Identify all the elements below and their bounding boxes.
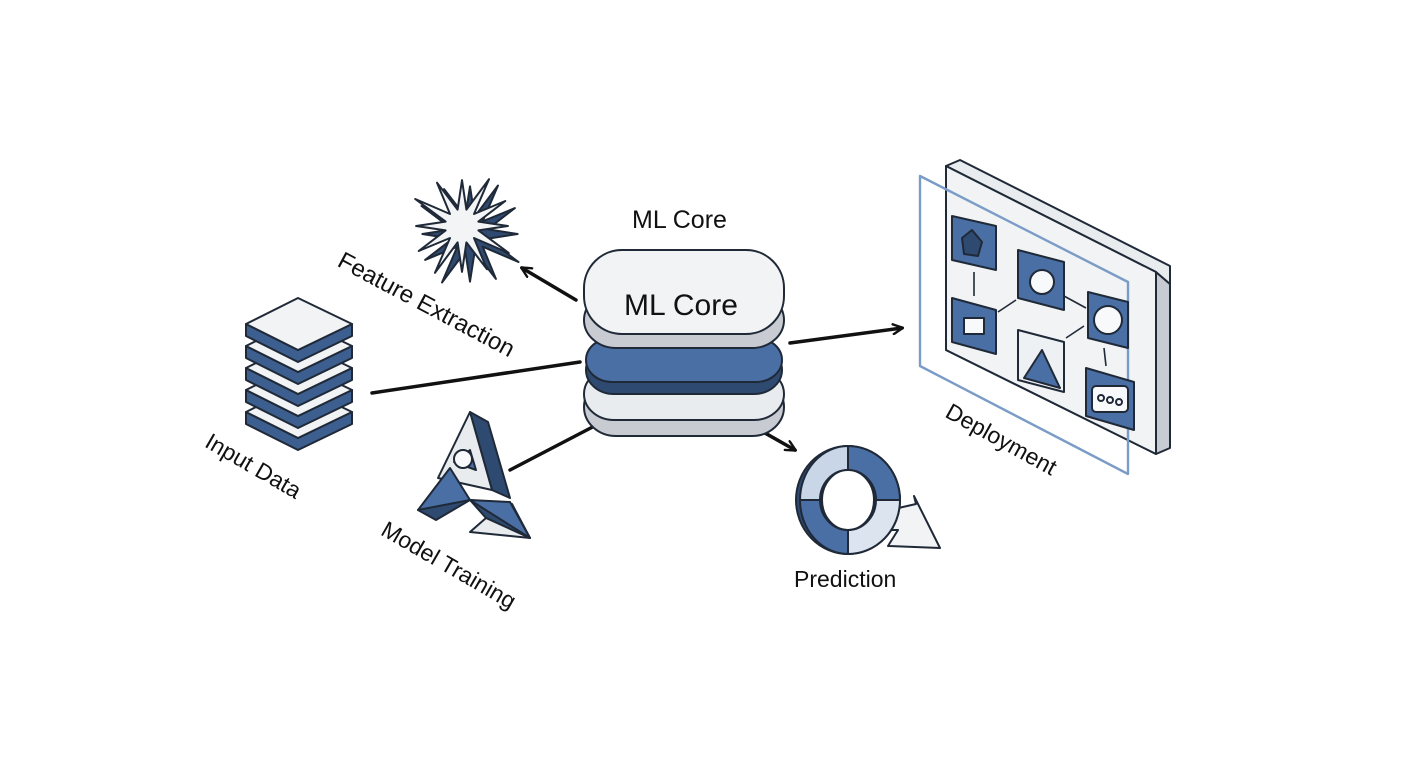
arrow-to-deployment <box>788 328 902 345</box>
ring-arrow-icon <box>795 445 941 555</box>
stacked-layers-icon <box>245 297 353 451</box>
prediction-label: Prediction <box>794 566 897 592</box>
arrow-to-feature-extraction <box>522 266 578 302</box>
deployment-tiles <box>951 215 1135 431</box>
deployment-tile-links <box>973 272 1107 367</box>
connector-input-core <box>370 360 582 395</box>
ml-core-caption: ML Core <box>632 206 727 234</box>
triangle-blocks-icon <box>417 411 531 539</box>
starburst-icon <box>414 178 520 284</box>
ml-core-label: ML Core <box>624 289 738 322</box>
ml-core-stack-icon <box>583 249 785 437</box>
connector-model-core <box>508 418 608 472</box>
